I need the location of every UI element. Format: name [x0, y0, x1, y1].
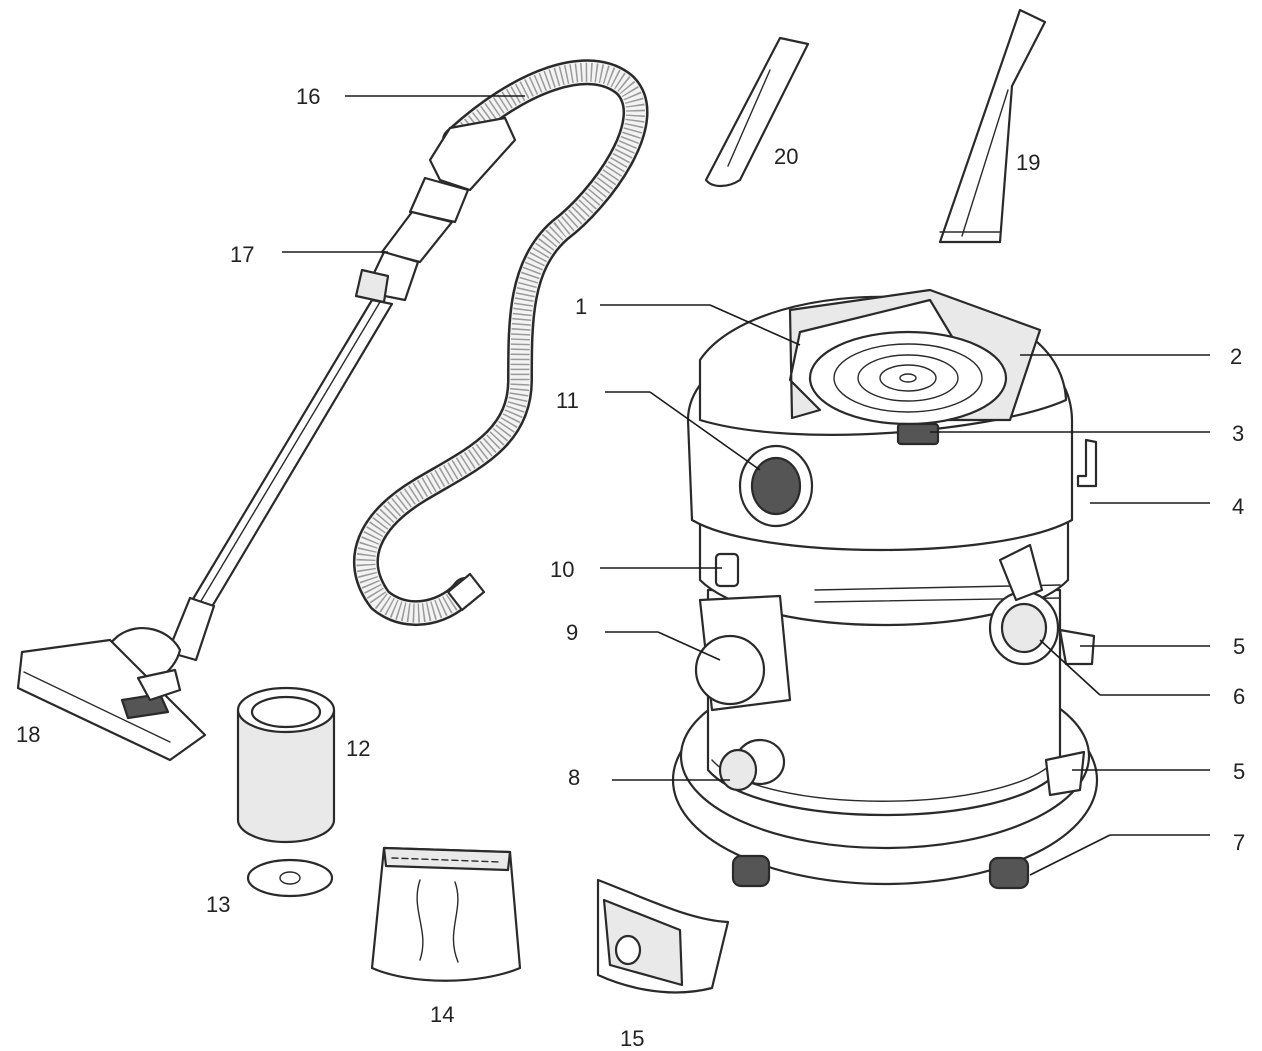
callout-14: 14: [430, 1002, 454, 1027]
callout-11: 11: [556, 388, 579, 413]
callout-10: 10: [550, 557, 574, 582]
extension-wand: [188, 210, 454, 612]
accessory-hook: [1076, 438, 1098, 488]
cable-hook-lower: [1044, 750, 1086, 797]
callout-4: 4: [1232, 494, 1244, 519]
blower-outlet: [738, 444, 814, 528]
filter-disc: [246, 858, 334, 898]
callout-8: 8: [568, 765, 580, 790]
callout-16: 16: [296, 84, 320, 109]
leader-lines: [282, 95, 1210, 876]
callout-19: 19: [1016, 150, 1040, 175]
cable-hook-upper: [1058, 628, 1096, 666]
vacuum-main-unit: [671, 288, 1099, 890]
callout-9: 9: [566, 620, 578, 645]
crevice-nozzle-long: [938, 8, 1047, 244]
callout-5-lower: 5: [1233, 759, 1245, 784]
motor-head: [686, 288, 1074, 552]
callout-7: 7: [1233, 830, 1245, 855]
cartridge-filter: [236, 686, 336, 844]
callout-1: 1: [575, 294, 587, 319]
dust-bag: [370, 846, 522, 982]
callout-13: 13: [206, 892, 230, 917]
bag-holder: [596, 878, 730, 994]
crevice-nozzle-short: [704, 36, 810, 188]
callout-3: 3: [1232, 421, 1244, 446]
callout-20: 20: [774, 144, 798, 169]
callout-2: 2: [1230, 344, 1242, 369]
callout-18: 18: [16, 722, 40, 747]
callout-12: 12: [346, 736, 370, 761]
floor-nozzle: [16, 596, 216, 762]
blow-outlet: [988, 543, 1060, 666]
suction-hose: [352, 59, 649, 627]
callout-5-upper: 5: [1233, 634, 1245, 659]
callout-17: 17: [230, 242, 254, 267]
clamp-buckle: [714, 552, 740, 588]
callout-15: 15: [620, 1026, 644, 1051]
suction-inlet: [694, 594, 792, 712]
callout-labels: 1 2 3 4 5 6 5 7 8 9 10 11 12 13 14 15 16…: [16, 84, 1245, 1051]
callout-6: 6: [1233, 684, 1245, 709]
